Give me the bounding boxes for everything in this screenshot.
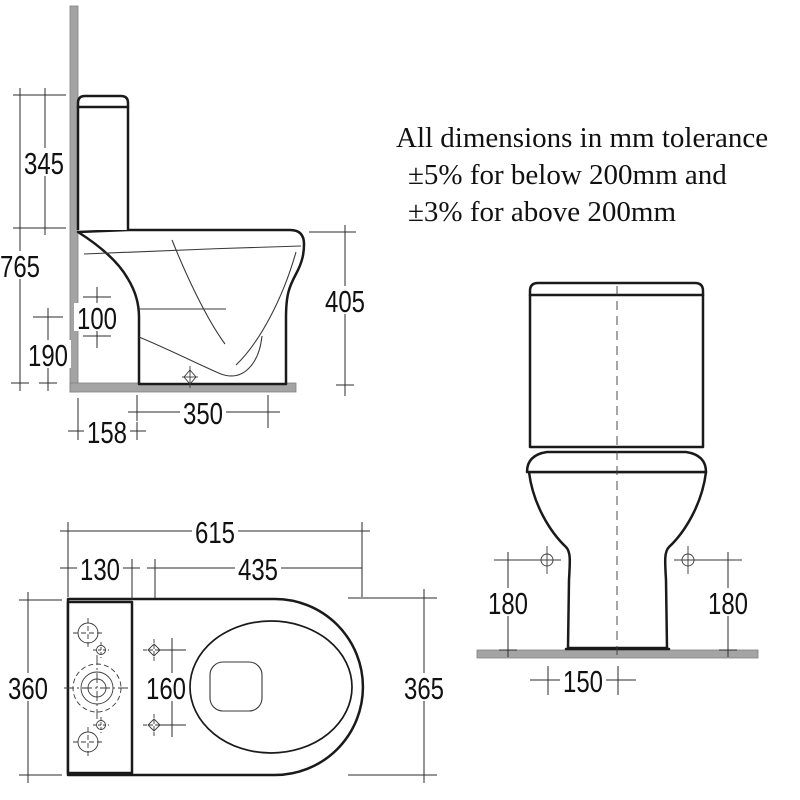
dim-cistern-depth: 130 <box>77 552 123 587</box>
cistern-outline-front <box>528 281 705 449</box>
dim-seat-hole-spacing-label: 160 <box>146 671 186 706</box>
cistern-fitting-holes <box>64 618 130 757</box>
dim-fixing-hole-height-right-label: 180 <box>708 586 748 621</box>
dim-pan-height-label: 405 <box>325 284 365 319</box>
plan-view-dimensions: 615 130 435 360 <box>5 515 447 783</box>
dim-seat-depth-label: 435 <box>238 552 278 587</box>
tolerance-note-line1: All dimensions in mm tolerance <box>396 122 769 154</box>
floor-surface-front <box>476 649 759 659</box>
dim-outlet-height-label: 190 <box>28 338 68 373</box>
dim-wall-to-base-label: 158 <box>87 415 127 450</box>
trap-curve <box>138 335 263 377</box>
dim-pan-height: 405 <box>322 284 368 319</box>
cistern-outline-side <box>76 94 130 230</box>
dim-base-depth: 350 <box>180 396 226 431</box>
dim-fixing-hole-height-right: 180 <box>705 586 751 621</box>
dim-overall-height-label: 765 <box>0 249 40 284</box>
dim-fixing-hole-offset-label: 150 <box>563 664 603 699</box>
side-view-dimensions: 345 765 100 190 <box>0 88 368 450</box>
front-view: 180 180 150 <box>476 281 759 699</box>
dim-width-front-label: 365 <box>404 671 444 706</box>
bowl-back-inner <box>171 239 226 345</box>
dim-width-front: 365 <box>401 671 447 706</box>
dim-fixing-hole-height-left-label: 180 <box>488 586 528 621</box>
dim-wall-to-base: 158 <box>84 415 130 450</box>
seat-outline-front <box>525 450 708 474</box>
plan-view: 615 130 435 360 <box>5 515 447 783</box>
dim-fixing-hole-height-left: 180 <box>485 586 531 621</box>
sump-outline-plan <box>209 661 263 712</box>
dim-width-back-label: 360 <box>8 671 48 706</box>
pan-outline-side <box>76 228 306 386</box>
dim-cistern-height: 345 <box>21 146 67 181</box>
dim-fixing-hole-offset: 150 <box>560 664 606 699</box>
outlet-marker-icon <box>182 366 198 388</box>
dim-base-depth-label: 350 <box>183 396 223 431</box>
dim-outlet-height: 190 <box>25 338 71 373</box>
seat-line-side <box>83 245 302 255</box>
cistern-outline-plan <box>66 600 134 775</box>
tolerance-note-line2: ±5% for below 200mm and <box>408 159 727 191</box>
dim-overall-depth: 615 <box>192 515 238 550</box>
dim-overall-height: 765 <box>0 249 43 284</box>
flush-valve-icon <box>64 655 130 721</box>
dim-cistern-height-label: 345 <box>24 146 64 181</box>
tolerance-note-line3: ±3% for above 200mm <box>408 196 676 228</box>
fixing-hole-right-icon <box>674 546 742 574</box>
side-view: 345 765 100 190 <box>0 5 368 450</box>
dim-width-back: 360 <box>5 671 51 706</box>
front-view-dimensions: 180 180 150 <box>485 552 751 699</box>
bowl-front-inner <box>235 251 297 366</box>
dim-seat-depth: 435 <box>235 552 281 587</box>
tolerance-note: All dimensions in mm tolerance ±5% for b… <box>396 120 800 231</box>
fixing-hole-left-icon <box>494 546 561 574</box>
dim-overall-depth-label: 615 <box>195 515 235 550</box>
dim-inlet-height: 100 <box>74 301 120 336</box>
dim-cistern-depth-label: 130 <box>80 552 120 587</box>
bowl-opening-plan <box>189 620 353 754</box>
pan-outline-plan <box>66 597 365 777</box>
dim-inlet-height-label: 100 <box>77 301 117 336</box>
dim-seat-hole-spacing: 160 <box>143 671 189 706</box>
